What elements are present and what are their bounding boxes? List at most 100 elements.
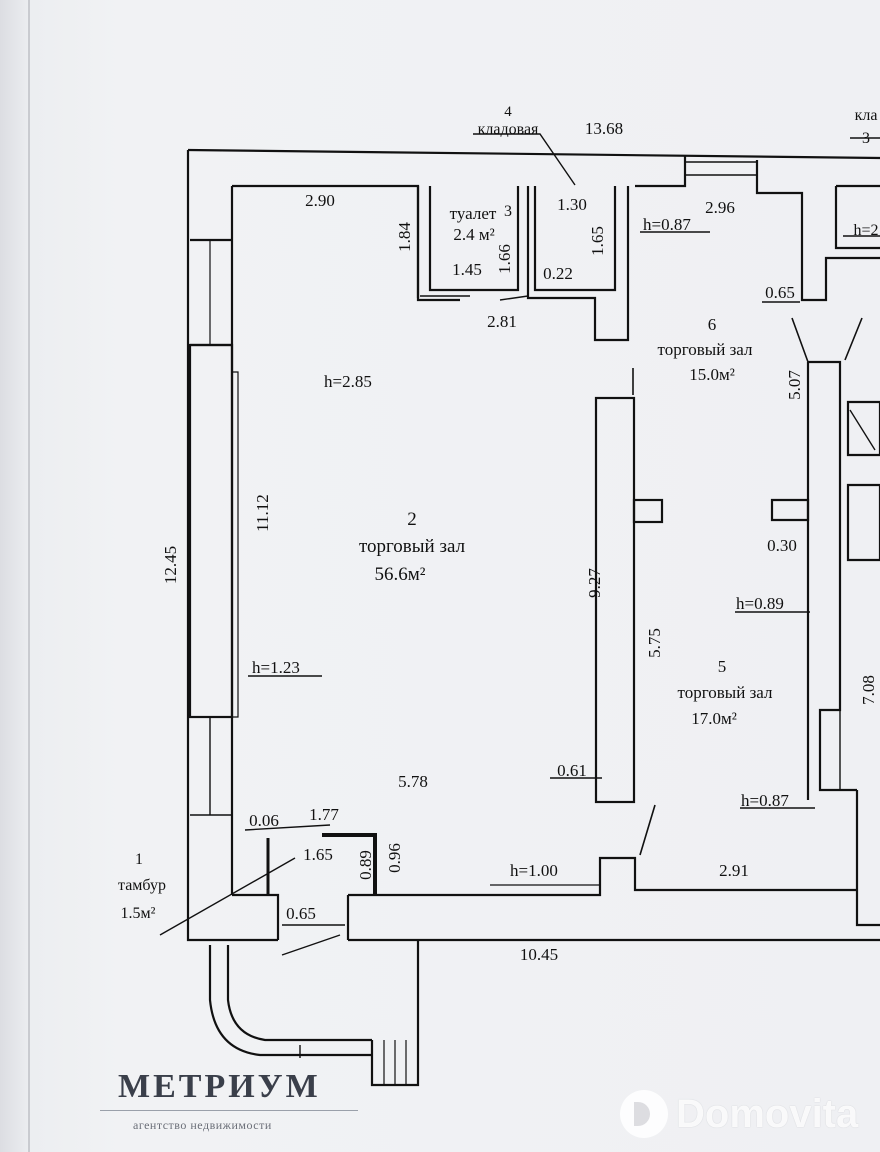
room6-top-left	[635, 155, 687, 188]
dim-top-total: 13.68	[585, 119, 623, 138]
door-5	[639, 804, 656, 856]
dim-wc-depth: 1.66	[495, 244, 514, 274]
domovita-watermark: Domovita	[620, 1090, 858, 1138]
dim-room2-bottom: 5.78	[398, 772, 428, 791]
agency-logo: МЕТРИУМ	[118, 1068, 321, 1105]
dim-room5-bottom: 2.91	[719, 861, 749, 880]
vestibule-inner-wall	[322, 833, 377, 895]
height-room6-window: h=0.87	[643, 215, 691, 234]
dim-vest-e: 0.65	[286, 904, 316, 923]
dim-room6-gap: 0.65	[765, 283, 795, 302]
room6-number: 6	[708, 315, 717, 334]
dim-vest-d: 0.96	[385, 843, 404, 873]
room2-top-inner	[232, 184, 460, 302]
room6-top-right	[755, 160, 880, 302]
window-left-lower	[190, 717, 232, 816]
steps	[383, 1040, 407, 1085]
room4-number: 4	[504, 104, 512, 120]
dim-storage-side: 1.65	[588, 226, 607, 256]
dim-pier: 0.61	[557, 761, 587, 780]
right-bottom-wall	[855, 790, 880, 927]
vestibule-wall	[232, 893, 280, 940]
storage-block	[533, 186, 617, 292]
dim-room6-side: 5.07	[785, 370, 804, 400]
room2-number: 2	[407, 509, 417, 530]
porch-outer	[208, 945, 372, 1057]
vertical-dimension-labels: 12.45 11.12 1.84 1.66 1.65 9.27 5.75 5.0…	[161, 222, 878, 880]
dim-room6-top: 2.96	[705, 198, 735, 217]
dim-outer-left: 12.45	[161, 546, 180, 584]
height-window-left: h=1.23	[252, 658, 300, 677]
height-labels: h=2.85 h=1.23 h=0.87 h=0.89 h=0.87 h=1.0…	[252, 215, 789, 880]
dim-storage-gap: 0.22	[543, 264, 573, 283]
window-right	[819, 710, 841, 790]
room-labels: 4 кладовая 3 туалет 2.4 м² 2 торговый за…	[118, 104, 878, 922]
window-left-large	[188, 343, 234, 719]
room5-right-wall	[808, 360, 857, 792]
room5-number: 5	[718, 657, 727, 676]
partial-room-area: 3	[862, 130, 870, 147]
room2-name: торговый зал	[359, 536, 466, 557]
dim-vest-b: 1.65	[303, 845, 333, 864]
door-right	[791, 317, 863, 363]
right-room-fragment	[834, 184, 880, 250]
agency-subtitle: агентство недвижимости	[133, 1118, 272, 1132]
outer-wall-top	[187, 148, 880, 160]
room6-area: 15.0м²	[689, 365, 735, 384]
domovita-logo-icon	[620, 1090, 668, 1138]
right-box-2	[846, 483, 880, 562]
window-left-sill	[232, 371, 239, 718]
partial-room-name: кла	[855, 107, 878, 124]
height-room2: h=2.85	[324, 372, 372, 391]
niche	[770, 498, 810, 522]
room3-area: 2.4 м²	[453, 225, 494, 244]
leader-tambur	[159, 857, 296, 936]
leader-lines	[159, 133, 880, 956]
dimension-labels: 13.68 2.90 1.30 2.96 1.45 0.22 2.81 0.65…	[249, 119, 797, 964]
logo-divider	[100, 1110, 358, 1111]
partition-stub	[632, 498, 664, 524]
door-wc	[420, 295, 529, 301]
outer-wall-left	[186, 150, 278, 942]
plan-walls	[186, 148, 880, 1087]
room1-name: тамбур	[118, 877, 166, 894]
dim-wc-left: 1.84	[395, 222, 414, 252]
dim-room2-top: 2.90	[305, 191, 335, 210]
height-room5-lower: h=0.87	[741, 791, 789, 810]
partition-pier	[594, 396, 636, 804]
dim-bottom-total: 10.45	[520, 945, 558, 964]
room2-bottom-inner	[348, 856, 857, 897]
dim-room2-side: 11.12	[253, 494, 272, 532]
window-top	[685, 161, 757, 176]
right-box-1	[846, 400, 880, 457]
dim-room5-right: 7.08	[859, 675, 878, 705]
room3-name: туалет	[450, 204, 497, 223]
room4-name: кладовая	[478, 121, 539, 138]
partial-room-height: h=2	[853, 222, 878, 239]
room2-area: 56.6м²	[375, 564, 426, 585]
dim-wc-block-bottom: 2.81	[487, 312, 517, 331]
leader-bottom	[281, 934, 341, 956]
storage-outer	[526, 186, 630, 342]
height-bottom-opening: h=1.00	[510, 861, 558, 880]
leader-storage	[473, 133, 576, 186]
dim-niche: 0.30	[767, 536, 797, 555]
dim-wc-width: 1.45	[452, 260, 482, 279]
dim-vest-wall: 0.06	[249, 811, 279, 830]
window-left-top	[190, 238, 232, 347]
room3-number: 3	[504, 203, 512, 220]
right-box-diag	[849, 409, 876, 451]
dim-storage-top: 1.30	[557, 195, 587, 214]
dim-vest-c: 0.89	[356, 850, 375, 880]
room1-area: 1.5м²	[121, 905, 156, 922]
paper-edge	[28, 0, 30, 1152]
height-room5-upper: h=0.89	[736, 594, 784, 613]
domovita-watermark-text: Domovita	[676, 1091, 859, 1136]
room1-number: 1	[135, 851, 143, 868]
leader-177	[244, 824, 331, 831]
dim-vest-a: 1.77	[309, 805, 339, 824]
room5-area: 17.0м²	[691, 709, 737, 728]
dim-room2-right: 9.27	[585, 568, 604, 598]
